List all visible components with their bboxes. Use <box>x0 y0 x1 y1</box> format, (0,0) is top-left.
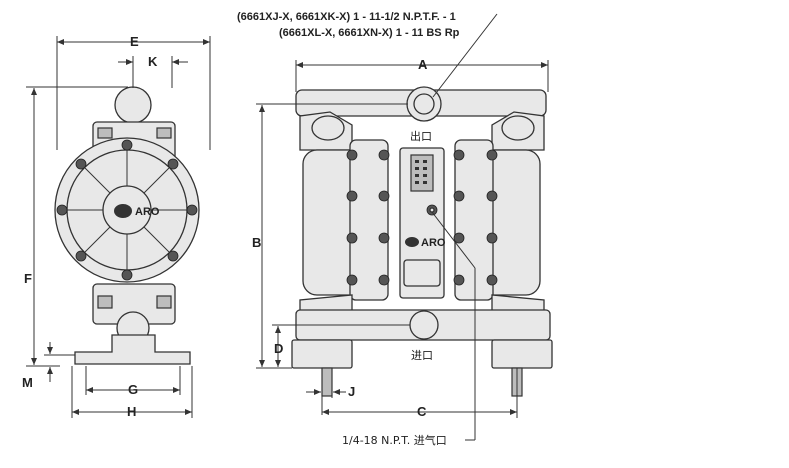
label-H: H <box>127 404 136 419</box>
thread-note-line1: (6661XJ-X, 6661XK-X) 1 - 11-1/2 N.P.T.F.… <box>237 11 456 23</box>
front-logo: ARO <box>421 237 446 249</box>
side-dimension-E: E <box>56 34 211 150</box>
label-K: K <box>148 54 158 69</box>
front-dimension-A: A <box>295 57 549 92</box>
thread-note-line2: (6661XL-X, 6661XN-X) 1 - 11 BS Rp <box>279 27 460 39</box>
label-D: D <box>274 341 283 356</box>
muffler-slots <box>415 160 427 184</box>
inlet-label: 进口 <box>411 349 433 362</box>
side-dimension-F: F <box>24 86 128 367</box>
front-view: ARO <box>291 86 553 397</box>
front-dimension-D: D <box>272 324 410 367</box>
label-J: J <box>348 384 355 399</box>
label-B: B <box>252 235 261 250</box>
air-inlet-note: 1/4-18 N.P.T. 进气口 <box>342 433 447 447</box>
front-dimension-B: B <box>252 103 408 369</box>
front-dimension-C: C <box>322 368 518 419</box>
leader-air-inlet <box>431 211 476 441</box>
side-view: ARO <box>54 86 200 365</box>
front-dimension-J: J <box>306 368 355 415</box>
leader-outlet-thread <box>432 13 498 98</box>
side-dimension-M: M <box>22 342 75 390</box>
outlet-label: 出口 <box>410 129 432 143</box>
label-F: F <box>24 271 32 286</box>
side-dimension-H: H <box>71 366 193 419</box>
label-M: M <box>22 375 33 390</box>
side-dimension-K: K <box>118 54 188 88</box>
side-dimension-G: G <box>85 366 181 397</box>
label-C: C <box>417 404 427 419</box>
label-E: E <box>130 34 139 49</box>
side-logo: ARO <box>135 206 160 218</box>
label-G: G <box>128 382 138 397</box>
label-A: A <box>418 57 428 72</box>
